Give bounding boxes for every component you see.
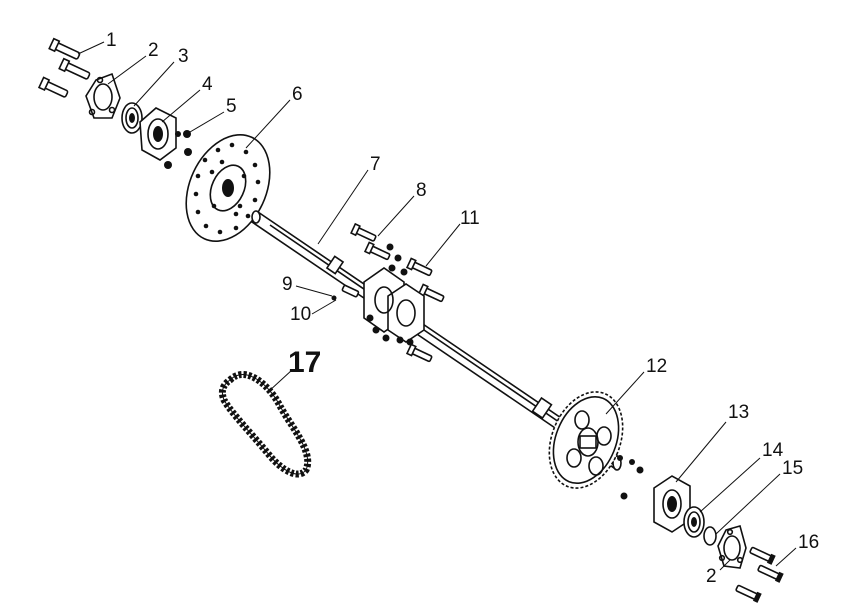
label-7: 7 xyxy=(370,154,381,175)
label-17: 17 xyxy=(288,346,321,379)
part-11-bolts xyxy=(405,257,445,363)
label-14: 14 xyxy=(762,440,784,461)
part-number-labels: 1 2 3 4 5 6 7 8 9 10 11 12 13 14 15 2 16… xyxy=(106,30,819,587)
part-17-drive-chain xyxy=(218,371,312,478)
label-15: 15 xyxy=(782,458,803,479)
label-5: 5 xyxy=(226,96,237,117)
part-16-bolts xyxy=(735,546,784,603)
part-8-bolts xyxy=(350,222,391,261)
label-6: 6 xyxy=(292,84,303,105)
label-11: 11 xyxy=(460,208,480,229)
part-1-bolts xyxy=(37,37,91,98)
part-13-bearing-housing-right xyxy=(653,475,691,533)
part-2-flange-plate-right xyxy=(717,525,747,569)
part-7-axle-shaft xyxy=(250,210,622,471)
label-9: 9 xyxy=(282,274,293,295)
part-4-bearing-housing-left xyxy=(139,107,181,161)
label-16: 16 xyxy=(798,532,819,553)
part-5-nuts xyxy=(164,130,192,169)
label-13: 13 xyxy=(728,402,749,423)
label-2-left: 2 xyxy=(148,40,159,61)
part-14-bearing-right xyxy=(683,506,705,538)
label-4: 4 xyxy=(202,74,213,95)
part-12-rear-sprocket xyxy=(548,391,635,489)
label-12: 12 xyxy=(646,356,667,377)
part-3-bearing-left xyxy=(121,102,143,134)
label-2-right: 2 xyxy=(706,566,717,587)
label-1: 1 xyxy=(106,30,117,51)
label-3: 3 xyxy=(178,46,189,67)
part-2-flange-plate-left xyxy=(85,72,121,119)
label-8: 8 xyxy=(416,180,427,201)
part-15-ring xyxy=(703,526,717,546)
sprocket-nuts xyxy=(620,466,644,500)
part-10-pin xyxy=(331,295,337,301)
part-9-key xyxy=(341,284,360,298)
leader-lines xyxy=(77,41,797,571)
label-10: 10 xyxy=(290,304,311,325)
hub-carrier xyxy=(363,243,425,346)
part-6-brake-disc xyxy=(185,133,271,243)
